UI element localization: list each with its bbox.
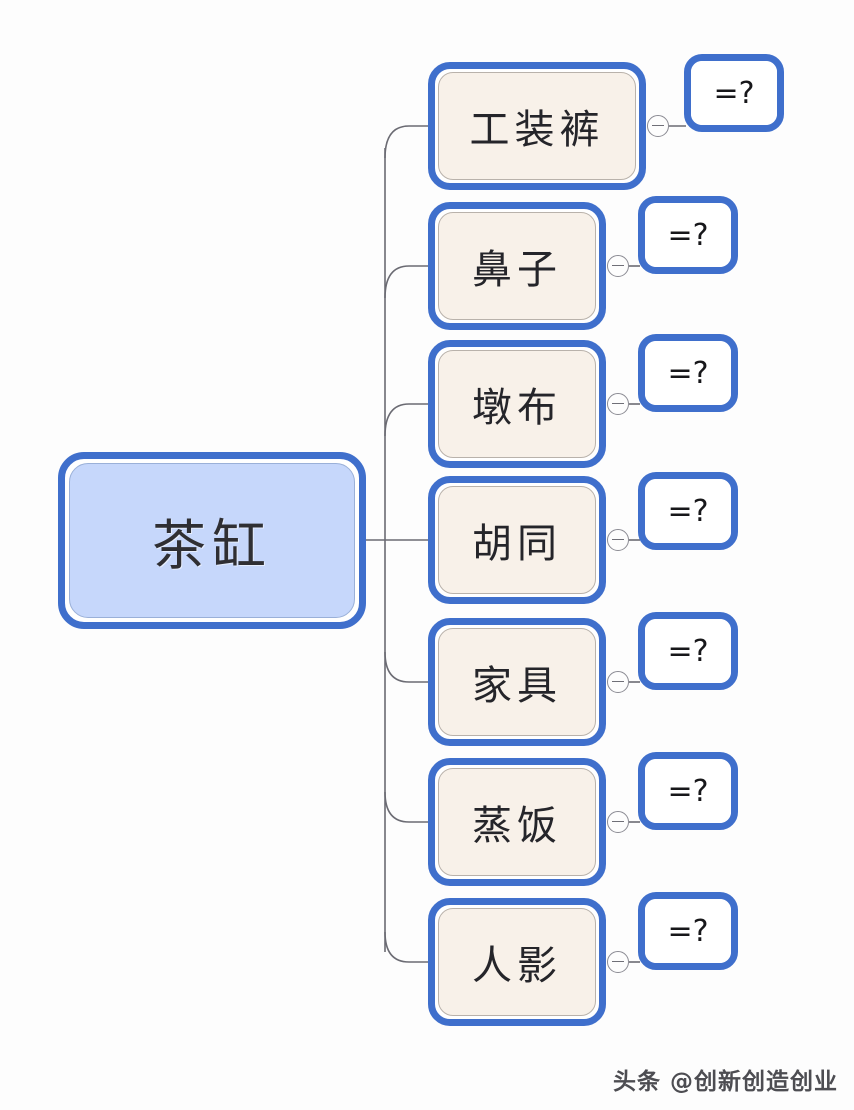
leaf-node-3-label: =? <box>645 341 731 405</box>
leaf-node-1[interactable]: =? <box>684 54 784 132</box>
leaf-node-4-label: =? <box>645 479 731 543</box>
branch-node-7-label: 人影 <box>438 908 596 1016</box>
collapse-toggle-3[interactable] <box>607 393 629 415</box>
collapse-toggle-1[interactable] <box>647 115 669 137</box>
leaf-node-5-label: =? <box>645 619 731 683</box>
branch-node-3[interactable]: 墩布 <box>428 340 606 468</box>
leaf-node-6-label: =? <box>645 759 731 823</box>
branch-node-1[interactable]: 工装裤 <box>428 62 646 190</box>
branch-node-5[interactable]: 家具 <box>428 618 606 746</box>
root-node[interactable]: 茶缸 <box>58 452 366 629</box>
leaf-node-4[interactable]: =? <box>638 472 738 550</box>
leaf-node-1-label: =? <box>691 61 777 125</box>
branch-node-6-label: 蒸饭 <box>438 768 596 876</box>
leaf-node-3[interactable]: =? <box>638 334 738 412</box>
leaf-node-7-label: =? <box>645 899 731 963</box>
leaf-node-7[interactable]: =? <box>638 892 738 970</box>
collapse-toggle-6[interactable] <box>607 811 629 833</box>
leaf-node-2[interactable]: =? <box>638 196 738 274</box>
branch-node-7[interactable]: 人影 <box>428 898 606 1026</box>
branch-node-4[interactable]: 胡同 <box>428 476 606 604</box>
branch-node-3-label: 墩布 <box>438 350 596 458</box>
branch-node-1-label: 工装裤 <box>438 72 636 180</box>
collapse-toggle-7[interactable] <box>607 951 629 973</box>
collapse-toggle-5[interactable] <box>607 671 629 693</box>
branch-node-2[interactable]: 鼻子 <box>428 202 606 330</box>
root-node-label: 茶缸 <box>69 463 355 618</box>
leaf-node-5[interactable]: =? <box>638 612 738 690</box>
branch-node-5-label: 家具 <box>438 628 596 736</box>
watermark-text: 头条 @创新创造创业 <box>612 1069 838 1095</box>
branch-node-6[interactable]: 蒸饭 <box>428 758 606 886</box>
collapse-toggle-2[interactable] <box>607 255 629 277</box>
leaf-node-6[interactable]: =? <box>638 752 738 830</box>
collapse-toggle-4[interactable] <box>607 529 629 551</box>
branch-node-4-label: 胡同 <box>438 486 596 594</box>
branch-node-2-label: 鼻子 <box>438 212 596 320</box>
leaf-node-2-label: =? <box>645 203 731 267</box>
